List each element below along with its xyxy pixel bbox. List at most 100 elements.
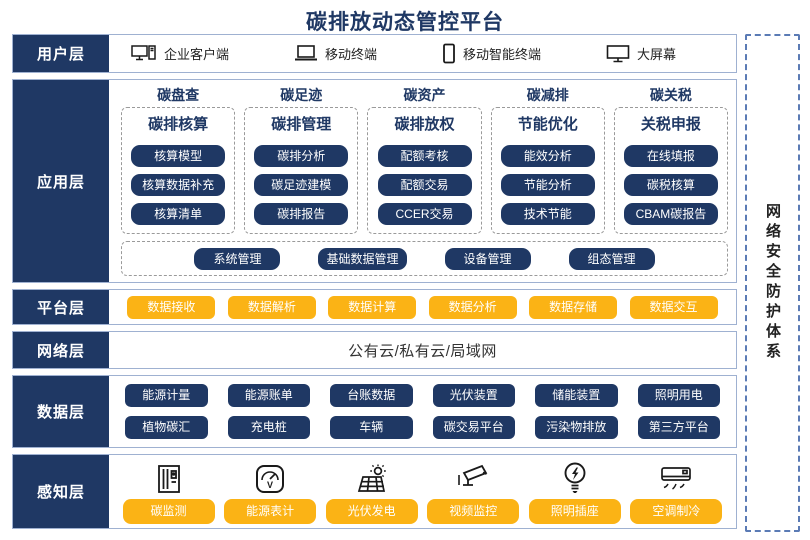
app-column-header: 碳盘查 bbox=[157, 87, 200, 103]
app-function-button: 核算模型 bbox=[131, 145, 226, 167]
app-function-button: 核算清单 bbox=[131, 203, 226, 225]
app-column-box: 碳排放权 配额考核 配额交易 CCER交易 bbox=[367, 107, 482, 234]
app-function-button: 节能分析 bbox=[500, 174, 595, 196]
security-sidebar: 网络安全防护体系 bbox=[745, 34, 800, 532]
user-terminal-mobile: 移动终端 bbox=[294, 44, 377, 63]
app-common-button: 设备管理 bbox=[444, 247, 531, 270]
app-column-box: 碳排管理 碳排分析 碳足迹建模 碳排报告 bbox=[244, 107, 359, 234]
app-column-header: 碳足迹 bbox=[280, 87, 323, 103]
user-terminal-label: 企业客户端 bbox=[164, 47, 230, 62]
app-column-subtitle: 节能优化 bbox=[517, 116, 578, 133]
app-column-header: 碳关税 bbox=[649, 87, 692, 103]
sense-air-conditioner: 空调制冷 bbox=[630, 459, 723, 524]
sense-lighting-socket: 照明插座 bbox=[528, 459, 621, 524]
user-terminal-label: 大屏幕 bbox=[636, 47, 676, 62]
app-function-button: 技术节能 bbox=[500, 203, 595, 225]
user-terminal-smart: 移动智能终端 bbox=[442, 43, 541, 64]
data-source-button: 能源账单 bbox=[227, 384, 310, 407]
app-column-header: 碳资产 bbox=[403, 87, 446, 103]
sense-label-button: 碳监测 bbox=[122, 499, 215, 524]
app-function-button: 配额交易 bbox=[377, 174, 472, 196]
user-terminal-bigscreen: 大屏幕 bbox=[606, 44, 676, 64]
app-column-header: 碳减排 bbox=[526, 87, 569, 103]
platform-button: 数据交互 bbox=[629, 295, 718, 319]
layer-user: 用户层 企业客户端 bbox=[12, 34, 737, 73]
data-source-button: 充电桩 bbox=[227, 416, 310, 439]
app-column-box: 碳排核算 核算模型 核算数据补充 核算清单 bbox=[121, 107, 236, 234]
app-function-button: 在线填报 bbox=[623, 145, 718, 167]
solar-pv-icon bbox=[355, 459, 389, 495]
light-socket-icon bbox=[561, 459, 589, 495]
app-common-button: 系统管理 bbox=[194, 247, 281, 270]
data-source-button: 第三方平台 bbox=[637, 416, 720, 439]
data-source-button: 照明用电 bbox=[637, 384, 720, 407]
app-common-button: 基础数据管理 bbox=[318, 247, 407, 270]
app-function-button: 能效分析 bbox=[500, 145, 595, 167]
smartphone-icon bbox=[442, 43, 456, 64]
data-source-button: 植物碳汇 bbox=[125, 416, 208, 439]
platform-button: 数据分析 bbox=[428, 295, 517, 319]
layer-app: 应用层 碳盘查 碳排核算 核算模型 核算数据补充 核算清单 bbox=[12, 79, 737, 283]
app-column-box: 节能优化 能效分析 节能分析 技术节能 bbox=[490, 107, 605, 234]
app-column-carbon-reduction: 碳减排 节能优化 能效分析 节能分析 技术节能 bbox=[490, 82, 605, 234]
app-column-carbon-inventory: 碳盘查 碳排核算 核算模型 核算数据补充 核算清单 bbox=[121, 82, 236, 234]
user-terminal-enterprise: 企业客户端 bbox=[131, 44, 229, 64]
app-function-button: 碳税核算 bbox=[623, 174, 718, 196]
layer-label-network: 网络层 bbox=[13, 332, 109, 368]
layer-data: 数据层 能源计量 能源账单 台账数据 光伏装置 储能装置 照明用电 植物碳汇 充… bbox=[12, 375, 737, 448]
sense-label-button: 视频监控 bbox=[427, 499, 520, 524]
user-terminal-label: 移动智能终端 bbox=[462, 47, 541, 62]
laptop-icon bbox=[294, 44, 318, 63]
sense-label-button: 能源表计 bbox=[224, 499, 317, 524]
data-source-button: 碳交易平台 bbox=[432, 416, 515, 439]
data-source-button: 光伏装置 bbox=[432, 384, 515, 407]
app-function-button: 配额考核 bbox=[377, 145, 472, 167]
sense-carbon-monitor: 碳监测 bbox=[122, 459, 215, 524]
app-column-carbon-tariff: 碳关税 关税申报 在线填报 碳税核算 CBAM碳报告 bbox=[613, 82, 729, 234]
sense-video-monitor: 视频监控 bbox=[427, 459, 520, 524]
layer-sensing: 感知层 碳监测 bbox=[12, 454, 737, 529]
sense-solar-pv: 光伏发电 bbox=[325, 459, 418, 524]
app-column-carbon-footprint: 碳足迹 碳排管理 碳排分析 碳足迹建模 碳排报告 bbox=[244, 82, 359, 234]
layer-label-user: 用户层 bbox=[13, 35, 109, 72]
app-function-button: 碳排报告 bbox=[254, 203, 349, 225]
app-column-carbon-asset: 碳资产 碳排放权 配额考核 配额交易 CCER交易 bbox=[367, 82, 482, 234]
app-function-button: CBAM碳报告 bbox=[623, 203, 718, 225]
sense-label-button: 空调制冷 bbox=[630, 499, 723, 524]
data-source-button: 污染物排放 bbox=[535, 416, 618, 439]
app-column-subtitle: 关税申报 bbox=[640, 116, 701, 133]
carbon-monitor-icon bbox=[154, 459, 184, 495]
layer-platform: 平台层 数据接收 数据解析 数据计算 数据分析 数据存储 数据交互 bbox=[12, 289, 737, 325]
data-source-button: 台账数据 bbox=[330, 384, 413, 407]
app-function-button: CCER交易 bbox=[377, 203, 472, 225]
page-title: 碳排放动态管控平台 bbox=[306, 11, 504, 34]
app-function-button: 碳足迹建模 bbox=[254, 174, 349, 196]
app-common-button: 组态管理 bbox=[568, 247, 655, 270]
layer-network: 网络层 公有云/私有云/局域网 bbox=[12, 331, 737, 369]
app-function-button: 碳排分析 bbox=[254, 145, 349, 167]
app-column-subtitle: 碳排放权 bbox=[394, 116, 455, 133]
svg-text:V: V bbox=[267, 480, 273, 490]
platform-button: 数据计算 bbox=[328, 295, 417, 319]
layer-label-sensing: 感知层 bbox=[13, 455, 109, 528]
sense-label-button: 光伏发电 bbox=[325, 499, 418, 524]
app-column-box: 关税申报 在线填报 碳税核算 CBAM碳报告 bbox=[613, 107, 729, 234]
app-column-subtitle: 碳排管理 bbox=[271, 116, 332, 133]
data-source-button: 能源计量 bbox=[125, 384, 208, 407]
app-common-management-box: 系统管理 基础数据管理 设备管理 组态管理 bbox=[121, 241, 728, 276]
security-sidebar-label: 网络安全防护体系 bbox=[764, 203, 781, 363]
desktop-pc-icon bbox=[131, 44, 157, 64]
cctv-camera-icon bbox=[455, 459, 491, 495]
platform-button: 数据存储 bbox=[529, 295, 618, 319]
sense-energy-meter: V 能源表计 bbox=[224, 459, 317, 524]
app-function-button: 核算数据补充 bbox=[131, 174, 226, 196]
platform-button: 数据接收 bbox=[127, 295, 216, 319]
user-terminal-label: 移动终端 bbox=[324, 47, 377, 62]
app-column-subtitle: 碳排核算 bbox=[148, 116, 209, 133]
data-source-button: 储能装置 bbox=[535, 384, 618, 407]
layer-label-app: 应用层 bbox=[13, 80, 109, 282]
air-conditioner-icon bbox=[659, 459, 693, 495]
layer-label-platform: 平台层 bbox=[13, 290, 109, 324]
monitor-icon bbox=[606, 44, 630, 64]
